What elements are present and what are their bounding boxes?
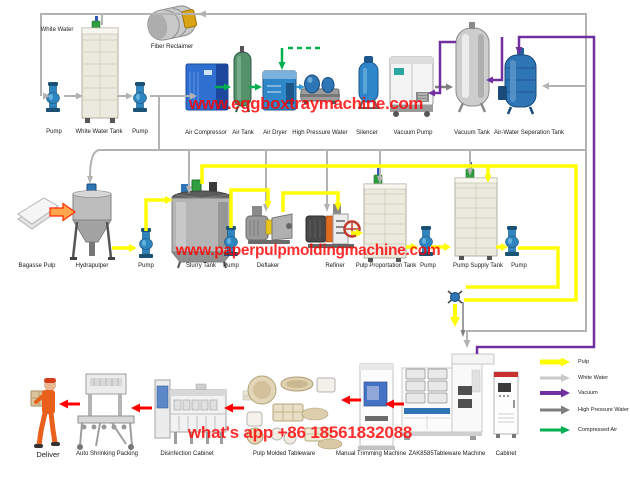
label-air-compressor: Air Compressor (185, 130, 227, 136)
label-hydrapulper: Hydrapulper (75, 263, 109, 269)
legend-item-vacuum: Vacuum (539, 388, 598, 398)
pulp-molded-tableware (242, 375, 343, 450)
fiber-reclaimer (147, 5, 198, 41)
pulp-lines (112, 164, 578, 327)
label-bagasse-pulp: Bagasse Pulp (18, 263, 56, 269)
legend-label-pulp: Pulp (578, 359, 590, 365)
label-vacuum-pump: Vacuum Pump (393, 130, 433, 136)
label-deflaker: Deflaker (256, 263, 280, 269)
label-pump: Pump (511, 263, 527, 269)
label-manual-trimming-machine: Manual Trimming Machine (335, 451, 407, 457)
label-refiner: Refiner (325, 263, 345, 269)
label-disinfection-cabinet: Disinfection Cabinet (160, 451, 214, 457)
label-white-water-tank: White Water Tank (75, 129, 123, 135)
label-pulp-molded-tableware: Pulp Molded Tableware (252, 451, 316, 457)
silencer (358, 56, 380, 109)
refiner (305, 204, 361, 248)
bagasse-feed-arrow (49, 202, 77, 222)
legend-label-white-water: White Water (578, 375, 609, 381)
compressed-air-arrow-icon (540, 426, 570, 434)
legend-label-vacuum: Vacuum (578, 390, 598, 396)
white-water-arrow-icon (540, 374, 570, 382)
label-cabinet: Cabinet (495, 451, 517, 457)
label-vacuum-tank: Vacuum Tank (454, 130, 490, 136)
label-air-water-separation-tank: Air-Water Seperation Tank (493, 130, 565, 136)
label-air-tank: Air Tank (232, 130, 254, 136)
label-pump: Pump (420, 263, 436, 269)
high-pressure-water-pump (300, 74, 340, 104)
pump-icon (504, 225, 520, 257)
white-water-annotation: White Water (40, 27, 74, 33)
pump-icon (138, 227, 154, 259)
legend-item-compressed-air: Compressed Air (539, 425, 617, 435)
deliver-person (30, 378, 60, 448)
legend-label-compressed-air: Compressed Air (578, 427, 618, 433)
white-water-tank (81, 16, 119, 123)
label-silencer: Silencer (356, 130, 378, 136)
watermark-paperpulpmoldingmachine: www.paperpulpmoldingmachine.com (175, 242, 441, 259)
label-pump: Pump (138, 263, 154, 269)
product-flow-arrows (59, 395, 404, 413)
air-tank (233, 46, 252, 113)
label-pulp-proportation-tank: Pulp Proportation Tank (355, 263, 417, 269)
label-high-pressure-water: High Pressure Water (292, 130, 348, 136)
watermark-whatsapp-number: what's app +86 18561832088 (187, 423, 413, 442)
pulp-arrow-icon (540, 357, 570, 367)
label-slurry-tank: Slurry Tank (186, 263, 216, 269)
air-water-separation-tank (498, 48, 537, 115)
disinfection-cabinet (154, 379, 227, 444)
label-zak8585-tableware-machine: ZAK8585Tableware Machine (408, 451, 486, 457)
pump-icon (45, 81, 61, 113)
label-air-dryer: Air Dryer (263, 130, 287, 136)
label-pump: Pump (223, 263, 239, 269)
legend-item-high-pressure-water: High Pressure Water (539, 405, 629, 415)
vacuum-tank (455, 22, 490, 113)
white-water-lines (40, 10, 587, 348)
legend-item-white-water: White Water (539, 373, 608, 383)
auto-shrinking-packing-machine (77, 373, 135, 450)
air-dryer (262, 70, 297, 111)
pulp-proportation-tank (363, 168, 407, 262)
zak8585-tableware-machine (400, 353, 495, 440)
vacuum-pump (389, 56, 434, 117)
vacuum-lines (428, 35, 596, 354)
pump-icon (132, 81, 148, 113)
bagasse-pulp (17, 197, 59, 230)
label-pump-supply-tank: Pump Supply Tank (453, 263, 503, 269)
legend-label-high-pressure-water: High Pressure Water (578, 407, 629, 413)
vacuum-arrow-icon (540, 388, 570, 398)
label-deliver: Deliver (36, 450, 60, 459)
electrical-cabinet (493, 371, 519, 438)
label-fiber-reclaimer: Fiber Reclaimer (150, 44, 194, 50)
spray-nozzle (447, 290, 463, 304)
air-to-water-arrow (296, 84, 305, 90)
high-pressure-water-arrow-icon (540, 405, 570, 415)
watermark-eggboxtraymachine: www.eggboxtraymachine.com (188, 94, 424, 113)
deflaker (245, 206, 293, 244)
label-pump: Pump (46, 129, 62, 135)
legend-item-pulp: Pulp (539, 357, 589, 367)
hydrapulper (70, 183, 115, 260)
label-pump: Pump (132, 129, 148, 135)
label-auto-shrinking-packing: Auto Shrinking Packing (75, 451, 139, 457)
compressed-air-lines (215, 46, 320, 91)
slurry-tank (170, 179, 234, 269)
